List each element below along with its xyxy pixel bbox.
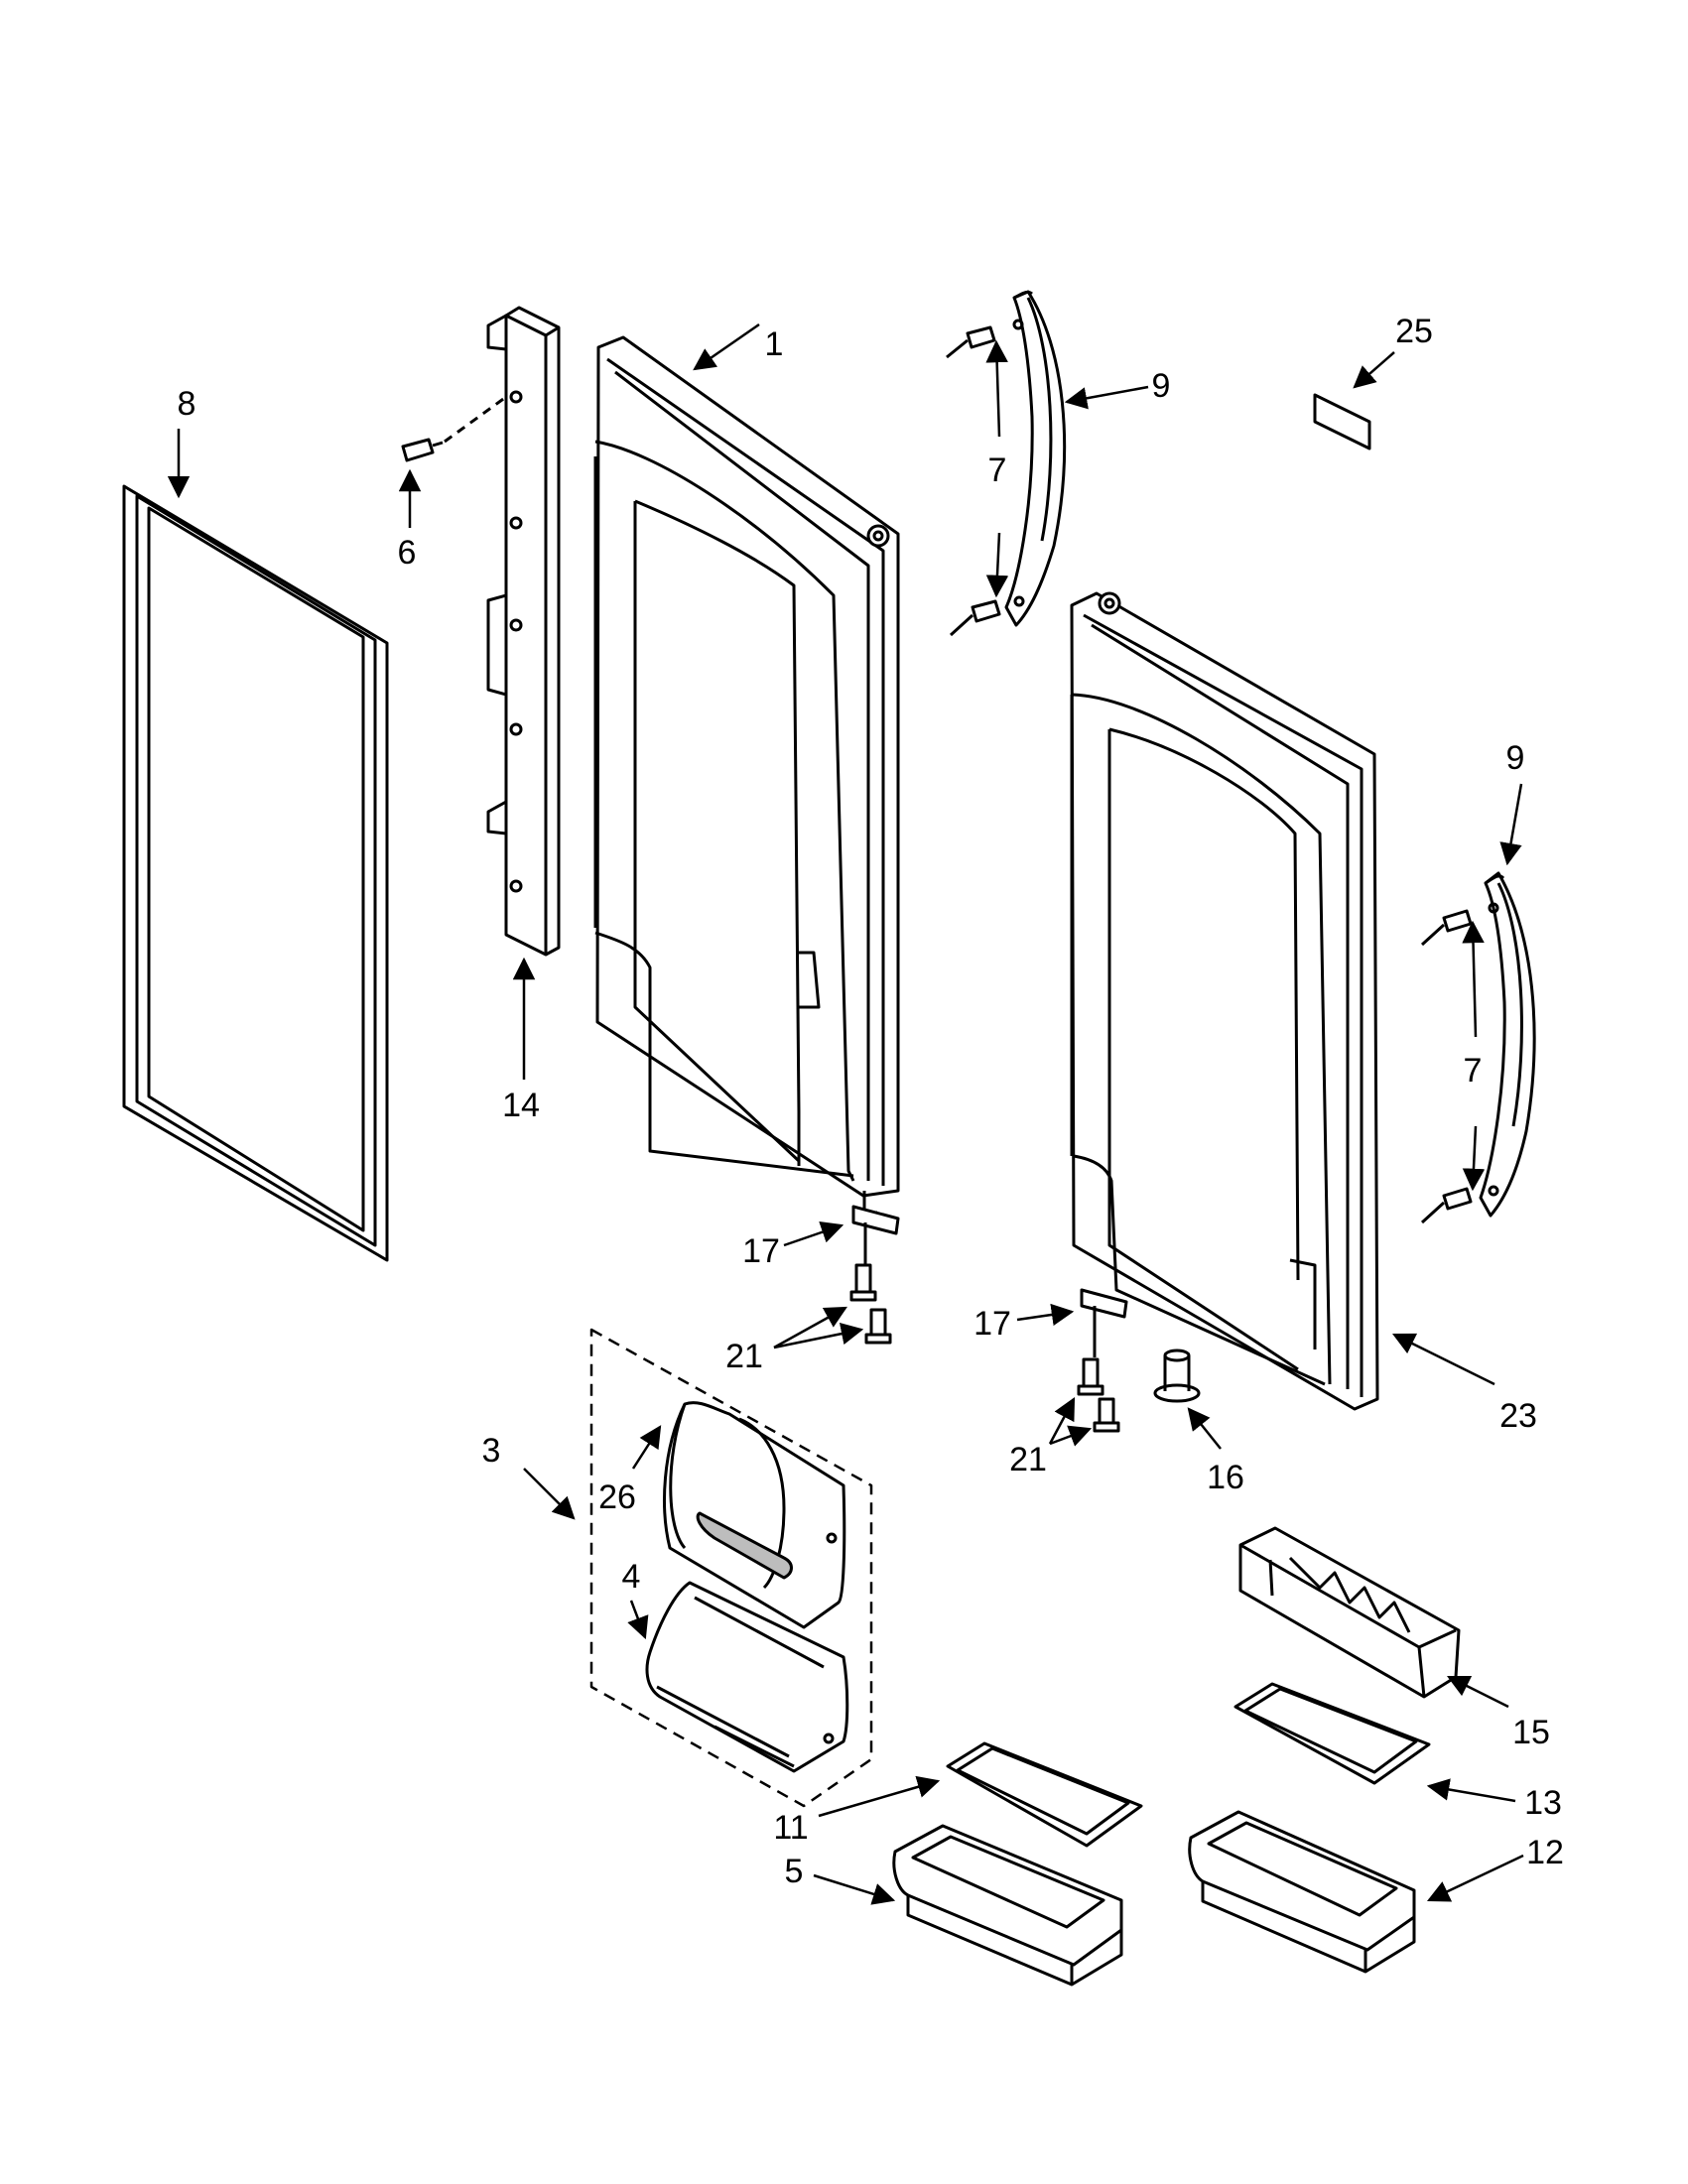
leader-4 [627,1600,649,1640]
callout-25: 25 [1395,313,1433,350]
left-door-shelf-divider [946,1741,1143,1848]
leader-7b-up [1462,920,1485,1038]
left-bottom-hinge-bracket [851,1205,900,1265]
callout-21-left: 21 [725,1338,763,1375]
leader-23 [1391,1333,1495,1386]
hinge-trim-strip [486,306,561,957]
callout-17-left: 17 [742,1232,780,1270]
leader-26 [631,1425,662,1470]
leader-21a-1 [773,1306,847,1349]
leader-5 [813,1873,896,1905]
label-card [1313,393,1371,450]
hinge-pin-bushing [1153,1349,1201,1403]
upper-door-handle [1004,290,1067,627]
callout-12: 12 [1526,1834,1564,1871]
leader-13 [1426,1778,1516,1803]
callout-9-upper: 9 [1152,367,1171,405]
right-door-assembly [1070,591,1379,1411]
left-door-bin [892,1824,1123,1987]
dairy-compartment-group [589,1328,873,1808]
leader-9a [1064,385,1149,410]
callout-11: 11 [773,1809,808,1847]
door-gasket [122,484,389,1262]
callout-26: 26 [598,1478,636,1516]
leader-16 [1187,1407,1222,1450]
callout-6: 6 [398,534,417,572]
right-door-bin [1188,1810,1416,1974]
callout-13: 13 [1524,1784,1562,1822]
leader-7a-down [985,532,1009,598]
upper-handle-screws [946,325,1001,637]
leader-1 [693,322,760,371]
leader-9b [1499,783,1523,866]
left-door-assembly [593,335,900,1215]
hinge-screw [401,395,507,462]
callout-7-upper: 7 [988,451,1007,489]
dairy-door [663,1401,846,1629]
right-bottom-hinge-screws [1077,1357,1120,1433]
right-bottom-hinge-bracket [1080,1288,1128,1357]
callout-14: 14 [502,1087,540,1124]
leader-7a-up [985,339,1008,438]
callout-9-lower: 9 [1506,739,1525,777]
callout-7-lower: 7 [1464,1052,1483,1090]
leader-15 [1446,1675,1509,1709]
left-bottom-hinge-screws [849,1263,892,1345]
callout-15: 15 [1512,1714,1550,1751]
dairy-bin [645,1581,849,1773]
leader-12 [1426,1854,1524,1902]
callout-5: 5 [785,1853,804,1890]
callout-3: 3 [482,1432,501,1470]
leader-21a-2 [773,1323,864,1349]
leader-21b-1 [1048,1397,1076,1445]
callout-23: 23 [1499,1397,1537,1435]
callout-17-right: 17 [974,1305,1011,1343]
callout-4: 4 [622,1558,641,1596]
leader-7b-down [1462,1125,1486,1192]
leader-17a [783,1220,844,1247]
leader-25 [1353,351,1395,389]
leader-11 [818,1775,941,1818]
callout-21-right: 21 [1009,1441,1047,1478]
leader-3 [523,1468,576,1520]
right-door-shelf-divider [1234,1682,1431,1785]
lower-door-handle [1479,871,1536,1218]
callout-16: 16 [1207,1459,1244,1496]
egg-tray [1238,1526,1461,1699]
leader-17b [1016,1303,1075,1327]
leader-21b-2 [1049,1425,1093,1447]
callout-1: 1 [765,325,784,363]
callout-8: 8 [178,385,196,423]
